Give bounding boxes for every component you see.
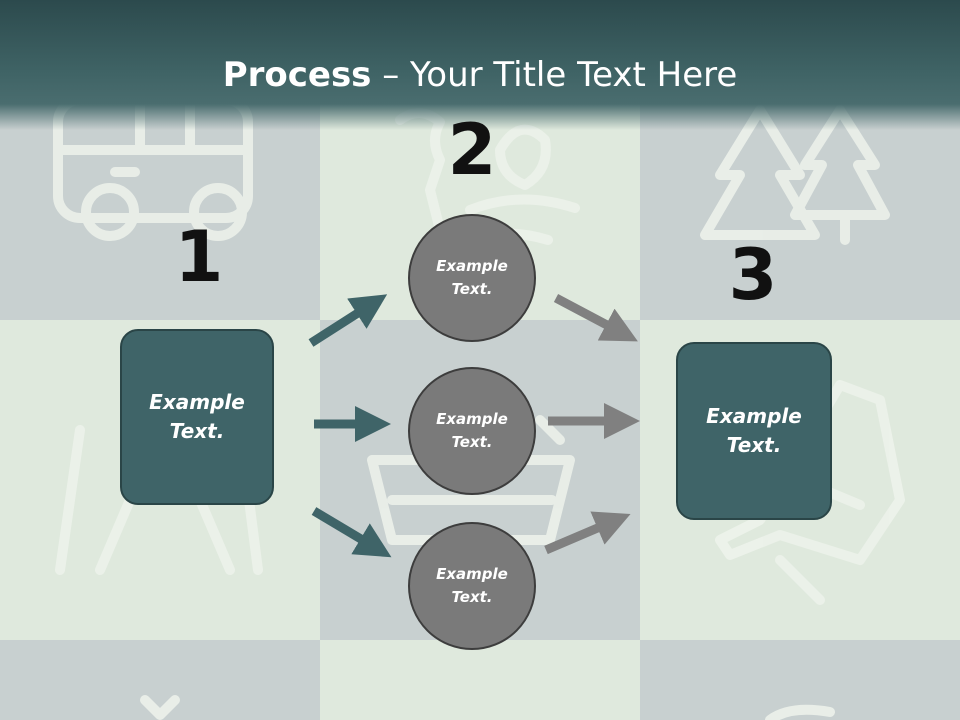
step-number-1: 1 (174, 216, 224, 298)
page-title: Process – Your Title Text Here (222, 55, 738, 95)
bg-tile (0, 640, 320, 720)
header-band (0, 0, 960, 130)
process-box-left: Example Text. (120, 329, 274, 505)
process-circle-top: Example Text. (408, 214, 536, 342)
pine-trees-icon (700, 105, 890, 245)
arrow-left-to-top (308, 294, 388, 347)
bg-tile (320, 640, 640, 720)
arrow-left-to-bottom (311, 507, 392, 558)
circle-label: Example Text. (436, 257, 508, 298)
arrow-top-to-right (553, 294, 638, 342)
step-number-3: 3 (728, 234, 778, 316)
arrow-bottom-to-right (544, 511, 631, 555)
circle-label: Example Text. (436, 565, 508, 606)
process-circle-bottom: Example Text. (408, 522, 536, 650)
box-label: Example Text. (706, 404, 802, 457)
process-circle-middle: Example Text. (408, 367, 536, 495)
process-box-right: Example Text. (676, 342, 832, 520)
box-label: Example Text. (149, 390, 245, 443)
step-number-2: 2 (447, 109, 497, 191)
circle-label: Example Text. (436, 410, 508, 451)
